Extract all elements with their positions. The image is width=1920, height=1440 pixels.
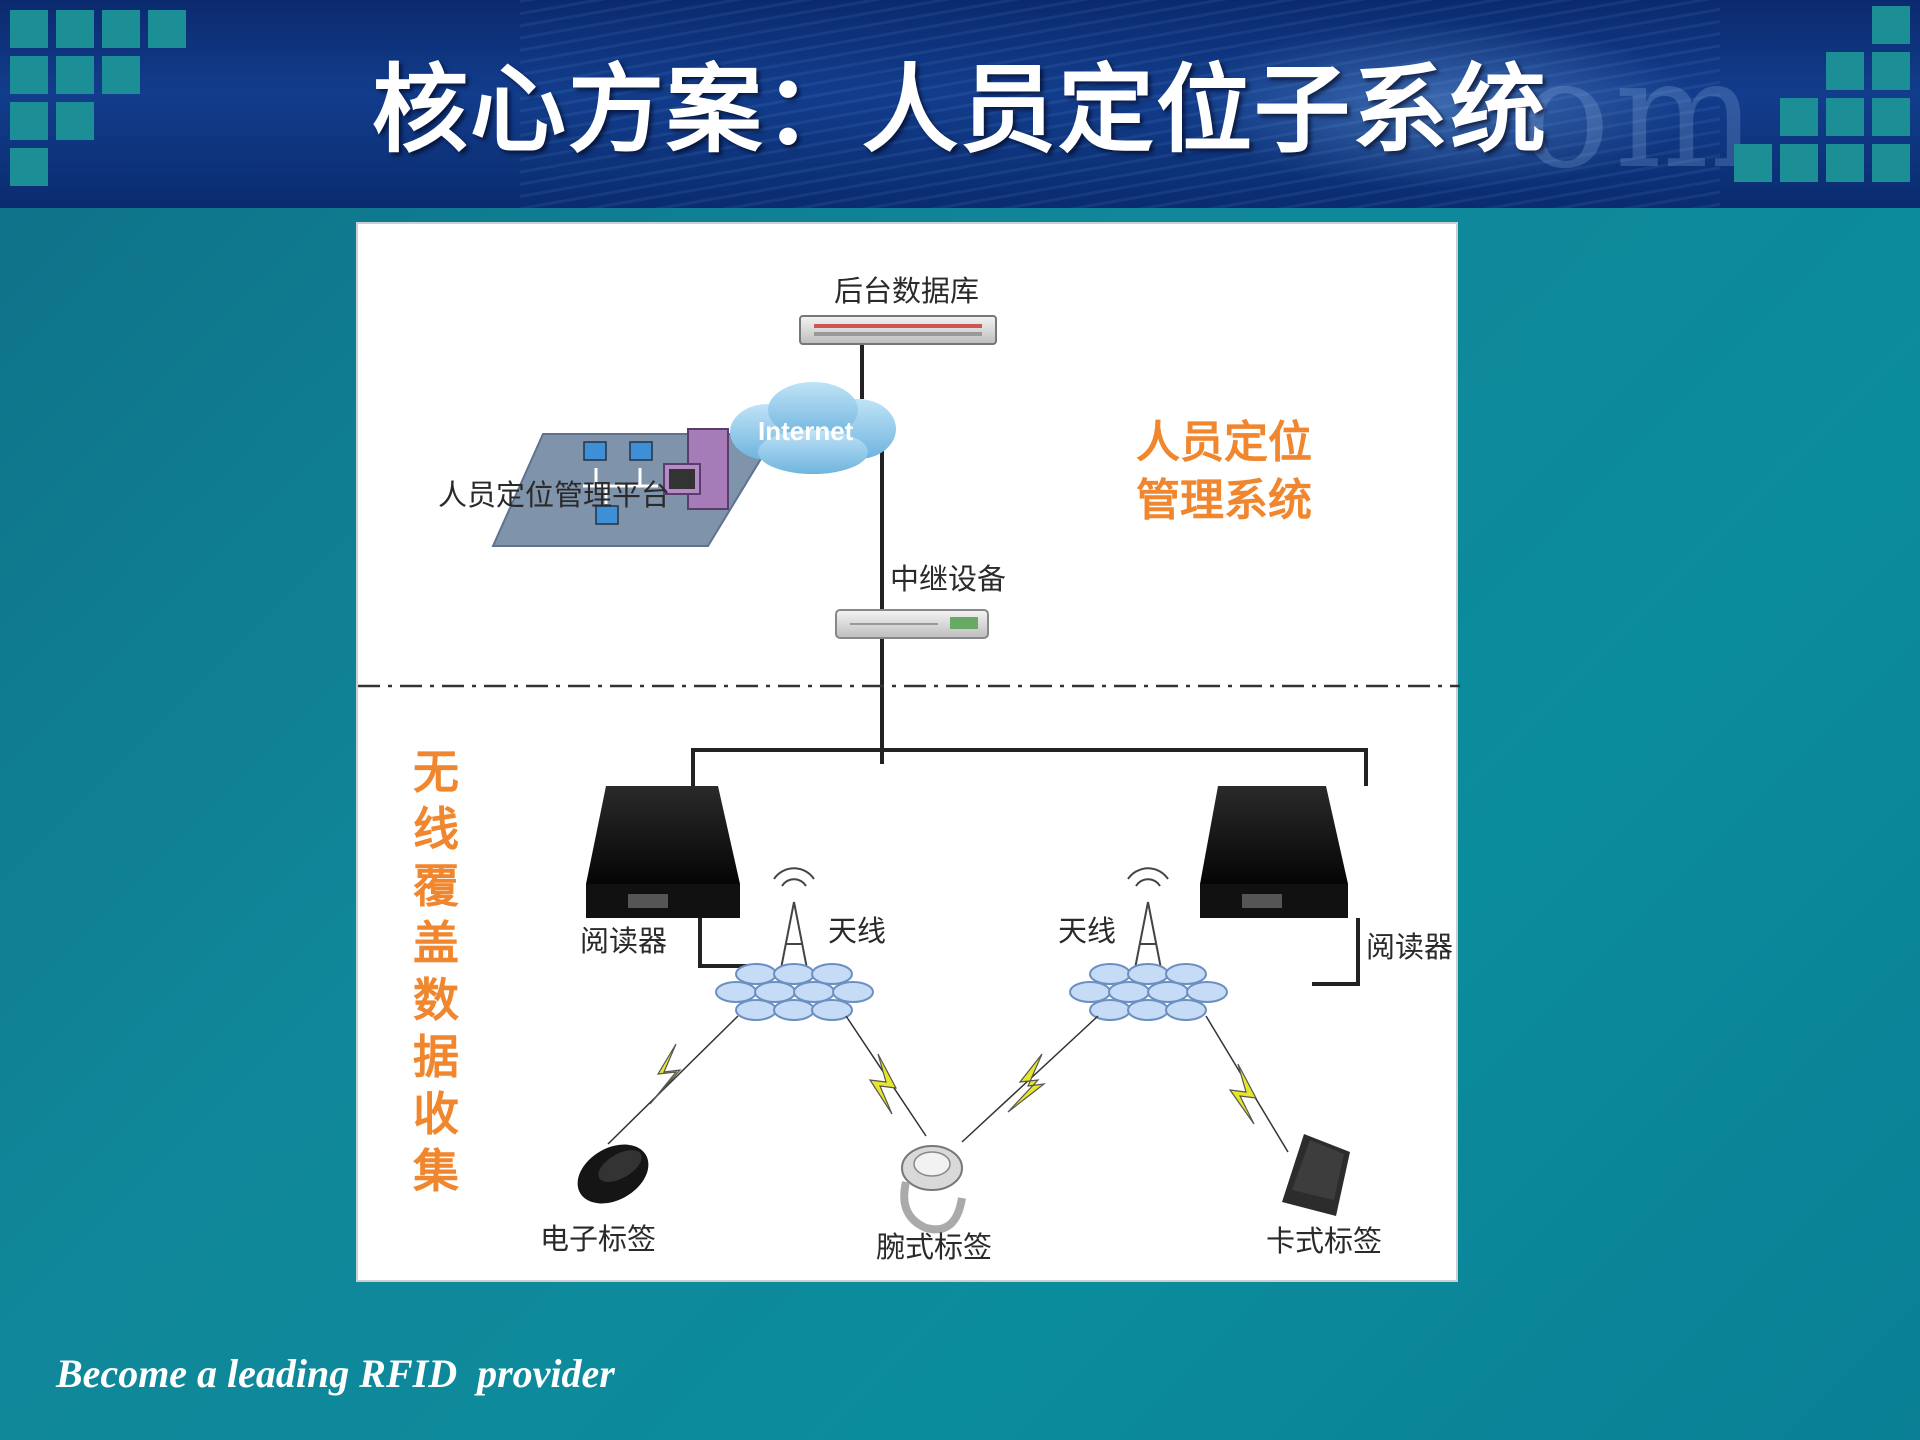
wrist-tag-label: 腕式标签	[876, 1230, 993, 1264]
database-server-icon	[799, 315, 997, 345]
backend-database-label: 后台数据库	[834, 274, 980, 308]
internet-label: Internet	[758, 416, 854, 446]
system-diagram: 后台数据库 人员定位管理平台 Internet 中继设备 人员定位 管理系统 无…	[356, 222, 1460, 1282]
reader-right-icon	[1200, 786, 1348, 918]
card-tag-label: 卡式标签	[1266, 1224, 1383, 1258]
header-watermark: om	[1520, 28, 1761, 202]
header-banner: om 核心方案：人员定位子系统	[0, 0, 1920, 208]
lightning-bolt-icons	[649, 1043, 1258, 1125]
electronic-tag-icon	[577, 1144, 649, 1204]
management-platform-icon	[491, 428, 778, 547]
antenna-right-mesh	[1069, 963, 1228, 1021]
electronic-tag-label: 电子标签	[540, 1222, 657, 1256]
connection-lines	[691, 342, 1368, 986]
diagram-graphics	[358, 315, 1460, 1234]
antenna-left-mesh	[715, 963, 874, 1021]
wrist-tag-icon	[900, 1145, 966, 1234]
wireless-links	[607, 1015, 1289, 1153]
relay-device-label: 中继设备	[890, 562, 1007, 596]
header-glow	[1180, 20, 1700, 190]
reader-left-icon	[586, 786, 740, 918]
reader-right-label: 阅读器	[1366, 930, 1454, 964]
footer-slogan: Become a leading RFID provider	[56, 1351, 615, 1396]
management-system-label-line2: 管理系统	[1136, 475, 1312, 526]
internet-cloud-icon	[730, 382, 896, 474]
wireless-coverage-label: 无线覆盖数据收集	[413, 745, 459, 1198]
relay-device-icon	[835, 609, 989, 639]
antenna-left-label: 天线	[828, 914, 887, 948]
reader-left-label: 阅读器	[580, 924, 668, 958]
card-tag-icon	[1282, 1134, 1350, 1216]
antenna-right-label: 天线	[1058, 914, 1117, 948]
management-system-label-line1: 人员定位	[1136, 417, 1312, 468]
management-platform-label: 人员定位管理平台	[438, 478, 671, 512]
header-texture	[520, 0, 1720, 208]
page-title: 核心方案：人员定位子系统	[372, 54, 1548, 166]
